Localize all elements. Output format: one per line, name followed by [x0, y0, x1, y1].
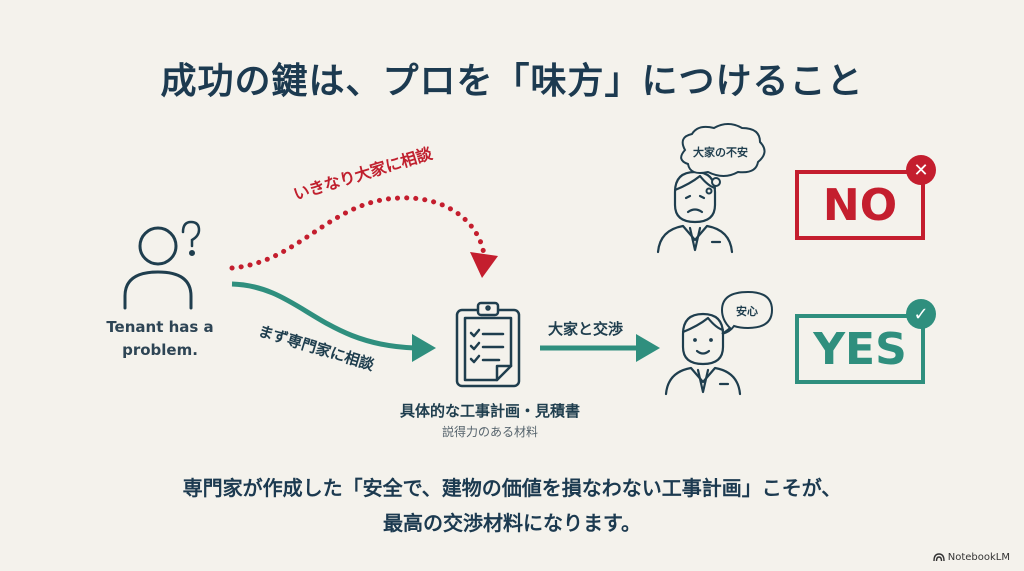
negotiate-label: 大家と交渉	[548, 320, 624, 338]
no-verdict-box: NO	[795, 170, 925, 240]
thought-bubble	[680, 123, 766, 195]
speech-bubble	[720, 290, 774, 335]
x-icon: ✕	[906, 155, 936, 185]
direct-path-arrow	[229, 195, 498, 278]
relieved-landlord-icon	[664, 312, 742, 396]
conclusion-line-2: 最高の交渉材料になります。	[383, 511, 641, 535]
conclusion-line-1: 専門家が作成した「安全で、建物の価値を損なわない工事計画」こそが、	[182, 476, 842, 500]
yes-verdict-box: YES	[795, 314, 925, 384]
clipboard-checklist-icon	[455, 301, 521, 388]
thought-bubble-text: 大家の不安	[693, 146, 748, 159]
check-icon: ✓	[906, 299, 936, 329]
negotiate-arrow	[540, 334, 660, 362]
worried-landlord-icon	[656, 170, 734, 254]
notebooklm-logo-icon	[933, 553, 945, 562]
person-question-icon	[123, 220, 201, 310]
page-title: 成功の鍵は、プロを「味方」につけること	[160, 61, 864, 102]
speech-bubble-text: 安心	[736, 305, 758, 318]
expert-path-arrow	[231, 281, 436, 362]
yes-verdict-text: YES	[813, 323, 907, 375]
tenant-label: Tenant has a problem.	[106, 318, 214, 359]
plan-sublabel: 説得力のある材料	[441, 425, 538, 439]
plan-label: 具体的な工事計画・見積書	[399, 402, 580, 420]
watermark-text: NotebookLM	[947, 552, 1010, 563]
watermark: NotebookLM	[933, 552, 1010, 563]
no-verdict-text: NO	[822, 179, 898, 231]
